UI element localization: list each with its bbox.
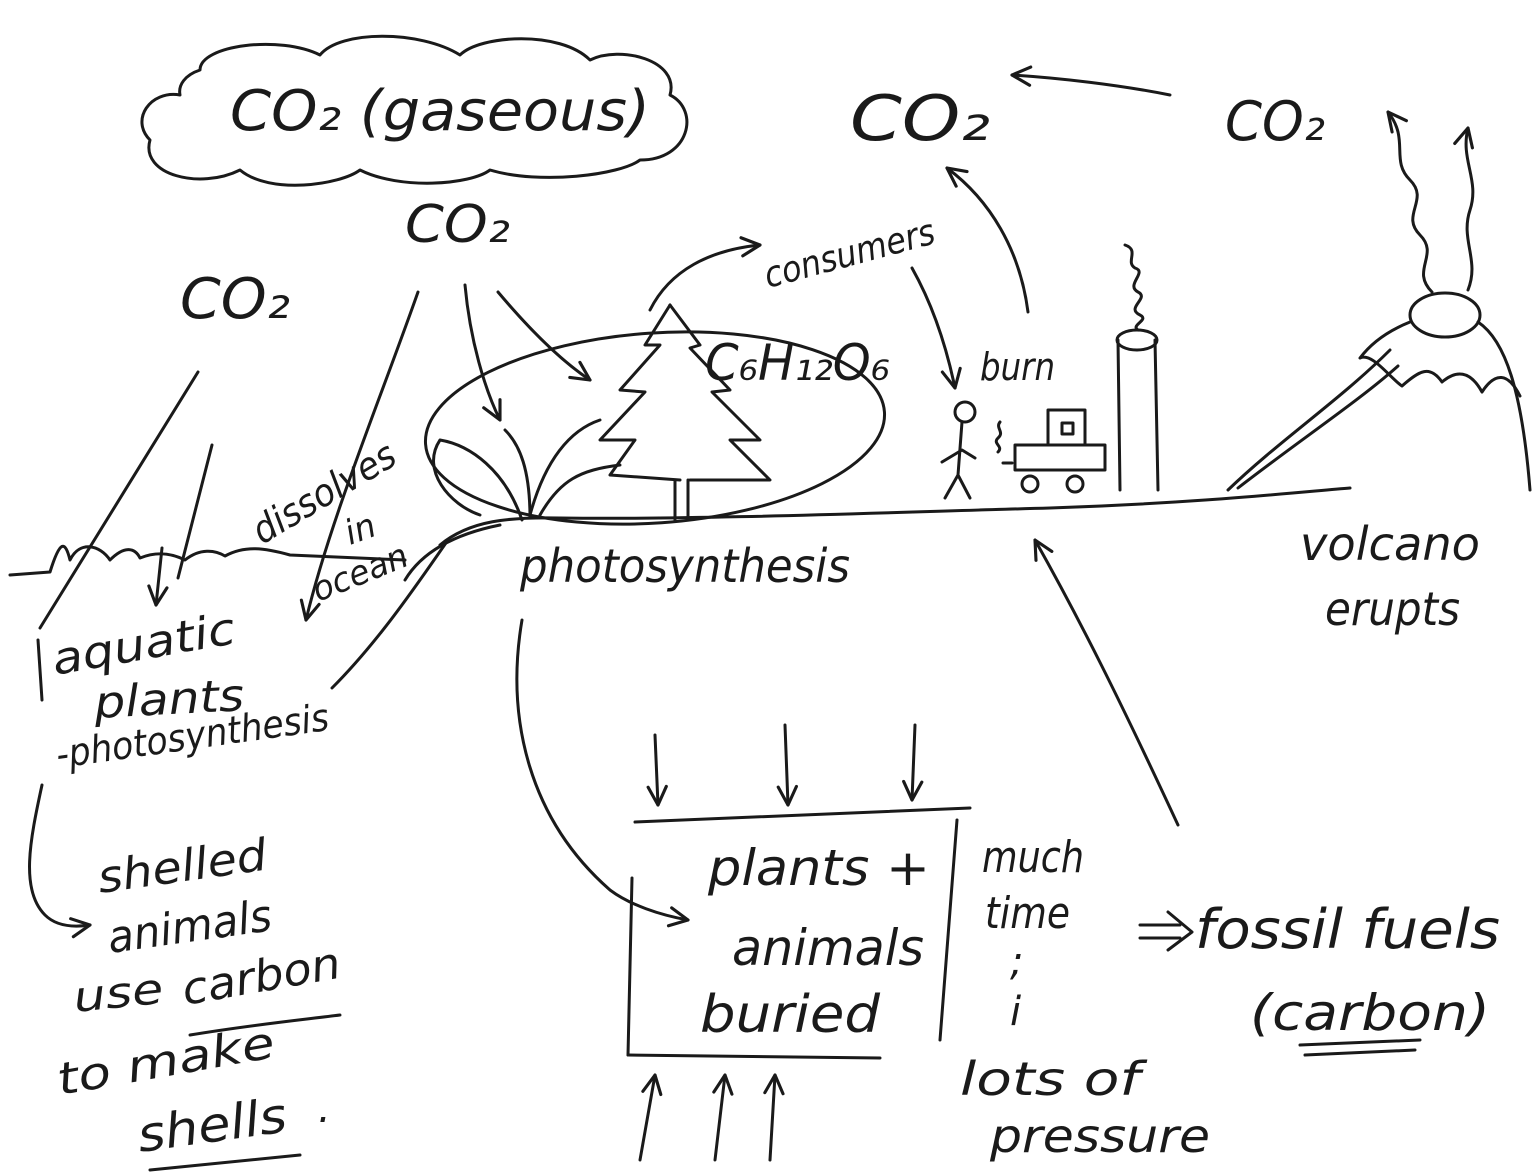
atmosphere-cloud: CO₂ (gaseous): [140, 34, 689, 187]
carbon-label-right: (carbon): [1250, 984, 1490, 1042]
box-left: [626, 876, 634, 1057]
box-right: [938, 818, 959, 1042]
person-icon: [940, 400, 1014, 500]
arrow-to-bush: [463, 283, 502, 422]
photosynthesis-oval: [423, 330, 887, 526]
volcano-label: volcano: [1300, 517, 1480, 571]
time-label: time: [985, 888, 1070, 939]
bush-leaf-middle: [503, 428, 532, 520]
pressure-arrow-up-3: [763, 1073, 785, 1162]
time-dots-1: ;: [1010, 939, 1023, 985]
bush-leaf-far-right: [538, 463, 622, 517]
use-label: use: [71, 964, 166, 1022]
arrow-to-aquatic-plants: [147, 546, 169, 607]
vehicle-wheel-front: [1020, 474, 1040, 494]
arrow-burn-to-co2: [945, 166, 1030, 314]
dissolves-label: dissolves: [244, 433, 404, 553]
plants-plus-label: plants +: [707, 839, 930, 897]
pressure-arrow-up-1: [638, 1073, 663, 1162]
pine-tree-icon: [598, 303, 772, 522]
line-co2-to-water-short: [176, 443, 214, 580]
pressure-arrow-down-3: [902, 723, 924, 802]
shells-underline: [148, 1153, 302, 1172]
pressure-arrow-down-2: [776, 723, 798, 807]
pressure-arrow-down-1: [646, 733, 668, 807]
smokestack-walls: [1116, 338, 1160, 492]
carbon-double-underline: [1298, 1038, 1422, 1057]
volcano-right-slope: [1476, 320, 1532, 492]
pressure-label: pressure: [989, 1109, 1210, 1163]
volcano-crater: [1408, 291, 1482, 339]
water-surface: [8, 545, 407, 577]
burial-box: [626, 723, 972, 1162]
vehicle-window: [1060, 421, 1075, 436]
co2-label-left: CO₂: [180, 267, 290, 332]
fossil-fuels-label: fossil fuels: [1195, 898, 1500, 961]
vehicle-icon: [1013, 408, 1107, 494]
person-body: [940, 420, 977, 500]
tree-trunk: [673, 478, 690, 522]
vehicle-cabin: [1046, 408, 1087, 447]
arrow-to-tree: [496, 290, 592, 382]
smokestack-top: [1115, 328, 1159, 352]
photosynthesis-label: photosynthesis: [519, 539, 850, 593]
double-arrow-icon: [1138, 910, 1194, 952]
bush-leaf-left: [432, 438, 524, 522]
pressure-arrow-up-2: [712, 1073, 734, 1162]
co2-label-right: CO₂: [1225, 90, 1325, 153]
ground-line: [438, 486, 1352, 547]
buried-label: buried: [700, 985, 881, 1045]
person-head: [953, 400, 977, 424]
consumers-label: consumers: [760, 212, 940, 297]
co2-label-top: CO₂: [850, 82, 990, 155]
box-top: [633, 806, 972, 824]
carbon-underline-left: [188, 1013, 342, 1037]
volcano-smoke-right: [1453, 126, 1475, 292]
box-bottom: [626, 1053, 882, 1060]
shore-line: [403, 523, 502, 582]
period-label: .: [318, 1086, 331, 1132]
arrow-fossil-fuels-to-surface: [1033, 538, 1180, 827]
cloud-outline: [140, 34, 689, 187]
bracket-bar: [36, 638, 44, 702]
smokestack-icon: [1115, 243, 1160, 492]
center-co2-arrows: [299, 283, 592, 622]
erupts-label: erupts: [1325, 582, 1460, 636]
volcano-lava: [1358, 320, 1522, 398]
lots-of-label: lots of: [960, 1052, 1147, 1106]
smoke: [1123, 243, 1145, 332]
co2-label-center: CO₂: [405, 195, 510, 255]
animals-label-box: animals: [732, 919, 924, 977]
cloud-label: CO₂ (gaseous): [230, 79, 650, 144]
plants-label: plants: [92, 670, 246, 729]
arrow-volcano-co2-to-co2: [1010, 65, 1172, 97]
volcano-smoke-left: [1386, 110, 1434, 294]
glucose-formula: C₆H₁₂O₆: [705, 334, 890, 392]
shells-label: shells: [134, 1088, 290, 1164]
exhaust-marks: [994, 420, 1014, 465]
burn-label: burn: [980, 345, 1055, 389]
sea-floor-line: [330, 538, 450, 690]
much-label: much: [982, 832, 1084, 883]
time-dots-2: i: [1010, 989, 1021, 1035]
arrow-dissolves-in-ocean: [299, 290, 420, 622]
arrow-consumers-to-burn: [910, 266, 962, 390]
tree-left-side: [598, 303, 682, 482]
arrow-to-shelled-animals: [28, 783, 92, 939]
bush-icon: [432, 418, 622, 522]
bush-leaf-right: [528, 418, 602, 517]
tree-right-side: [668, 303, 772, 482]
vehicle-wheel-rear: [1065, 474, 1085, 494]
volcano-icon: [1226, 110, 1532, 492]
arrow-to-consumers: [648, 236, 762, 312]
line-co2-to-water-long: [38, 370, 200, 630]
volcano-left-slope: [1226, 348, 1400, 492]
arrow-photosynthesis-to-buried: [515, 618, 690, 928]
left-co2-lines: [36, 370, 214, 702]
vehicle-body: [1013, 443, 1107, 472]
